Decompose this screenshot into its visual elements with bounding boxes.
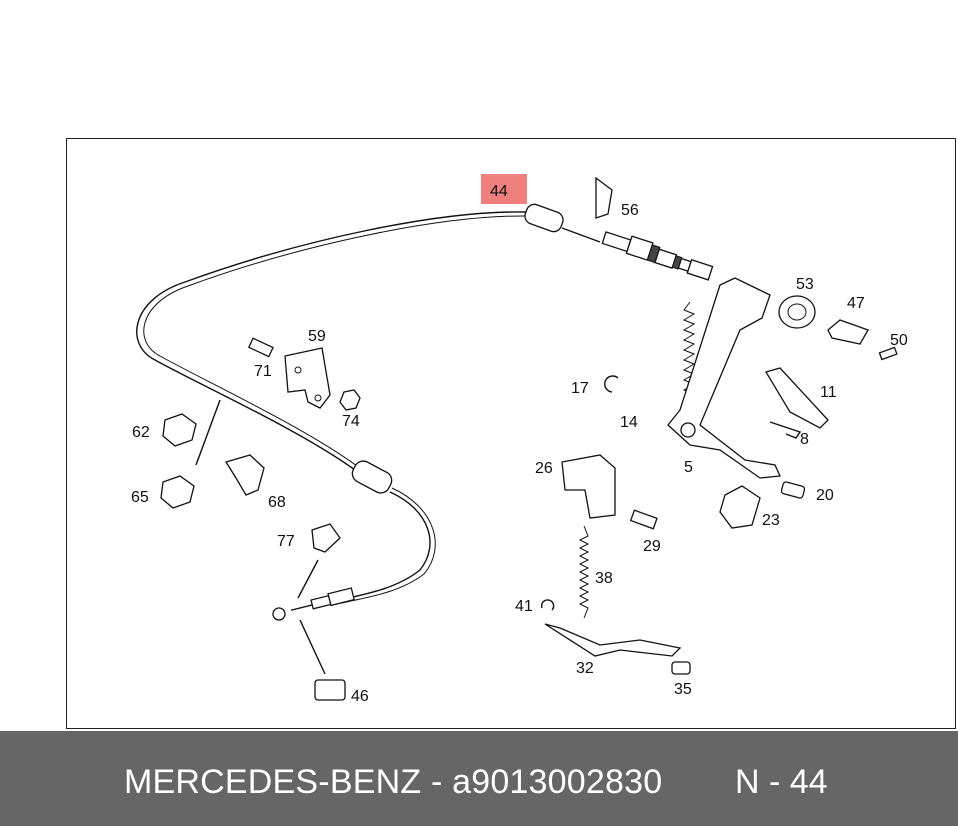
- callout-5: 5: [684, 459, 693, 476]
- main-cable: [136, 211, 528, 471]
- lower-cable: [339, 491, 431, 601]
- callout-46: 46: [351, 688, 369, 705]
- lower-end-fitting: [290, 587, 355, 611]
- pivot-hole: [680, 422, 696, 438]
- arrow-77: [297, 559, 319, 599]
- ball-end: [272, 607, 286, 621]
- arrow-62: [195, 399, 221, 466]
- diagram-frame: [66, 138, 956, 729]
- callout-29: 29: [643, 538, 661, 555]
- main-cable-inner: [143, 215, 528, 467]
- arrow-46: [299, 619, 326, 675]
- callout-71: 71: [254, 363, 272, 380]
- callout-44: 44: [490, 183, 508, 200]
- cable-sheath-top: [524, 203, 564, 233]
- callout-62: 62: [132, 424, 150, 441]
- spring-38: [578, 525, 590, 619]
- pin-50: [878, 346, 898, 361]
- callout-23: 23: [762, 512, 780, 529]
- grommet-77: [311, 523, 341, 553]
- callout-32: 32: [576, 660, 594, 677]
- pedal-pad-11: [765, 367, 829, 429]
- callout-50: 50: [890, 332, 908, 349]
- callout-53: 53: [796, 276, 814, 293]
- callout-56: 56: [621, 202, 639, 219]
- bracket-59-hole: [294, 366, 302, 374]
- callout-77: 77: [277, 533, 295, 550]
- callout-65: 65: [131, 489, 149, 506]
- footer-position-code: N - 44: [735, 763, 828, 801]
- clip-68: [224, 454, 265, 496]
- clip-8: [769, 421, 802, 439]
- screw-71: [247, 337, 274, 358]
- clip-62: [162, 413, 197, 447]
- callout-26: 26: [535, 460, 553, 477]
- callout-35: 35: [674, 681, 692, 698]
- highlight-box: [481, 174, 527, 204]
- footer-bar: [0, 731, 958, 826]
- pedal-lever-5: [667, 277, 781, 479]
- callout-11: 11: [820, 384, 837, 401]
- lower-cable-inner: [341, 487, 436, 604]
- callout-47: 47: [847, 295, 865, 312]
- callout-38: 38: [595, 570, 613, 587]
- clip-41: [540, 599, 555, 611]
- bracket-59-hole2: [314, 394, 322, 402]
- bushing-53: [778, 295, 816, 329]
- callout-59: 59: [308, 328, 326, 345]
- callout-68: 68: [268, 494, 286, 511]
- callout-41: 41: [515, 598, 533, 615]
- cable-sheath-lower: [351, 460, 393, 494]
- bolt-20: [780, 481, 806, 499]
- callout-74: 74: [342, 413, 360, 430]
- callout-8: 8: [800, 431, 809, 448]
- callout-17: 17: [571, 380, 589, 397]
- bracket-26: [561, 454, 616, 519]
- clip-65: [160, 475, 195, 509]
- callout-20: 20: [816, 487, 834, 504]
- stop-23: [719, 485, 761, 529]
- lever-32: [544, 623, 682, 657]
- cable-rod: [561, 227, 601, 243]
- bracket-56: [595, 176, 613, 219]
- footer-part-number: MERCEDES-BENZ - a9013002830: [124, 763, 663, 801]
- bracket-59: [284, 347, 331, 409]
- bracket-47: [827, 319, 869, 345]
- callout-14: 14: [620, 414, 638, 431]
- bolt-29: [629, 509, 658, 530]
- nut-74: [339, 389, 361, 411]
- cable-adjuster: [601, 231, 714, 281]
- parts-diagram: 44 56 53 47 50 59 71 74 17 14 11 8 62 65…: [131, 174, 908, 705]
- screw-35: [671, 661, 691, 675]
- bushing-53-hole: [787, 303, 807, 321]
- clip-46: [314, 679, 346, 701]
- circlip-17: [604, 375, 619, 393]
